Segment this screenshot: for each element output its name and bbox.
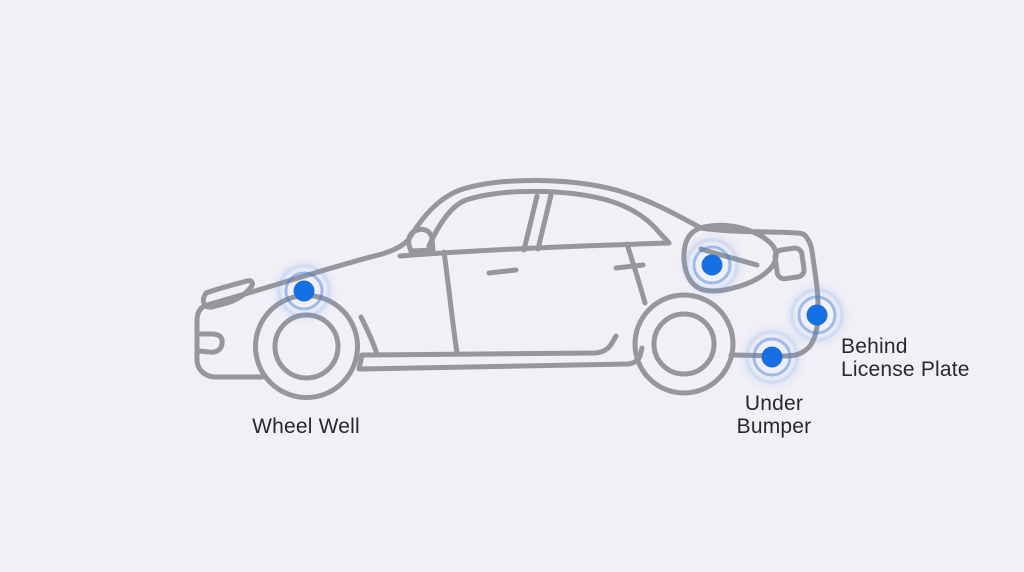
ping-dot-icon bbox=[701, 254, 723, 276]
ping-ring-icon bbox=[752, 337, 792, 377]
rear-door-handle bbox=[613, 262, 646, 271]
b-pillar-rear-line bbox=[535, 192, 554, 252]
ping-dot-icon bbox=[293, 280, 315, 302]
ping-ring-icon bbox=[277, 264, 331, 318]
ping-ring-icon bbox=[797, 295, 837, 335]
ping-ring-icon bbox=[790, 288, 844, 342]
car-body-outline bbox=[194, 177, 821, 380]
b-pillar-front-line bbox=[521, 193, 540, 253]
ping-ring-icon bbox=[284, 271, 324, 311]
ping-ring-icon bbox=[692, 245, 732, 285]
label-under-bumper: Under Bumper bbox=[736, 392, 812, 438]
rocker-panel bbox=[356, 333, 645, 372]
ping-ring-icon bbox=[745, 330, 799, 384]
greenhouse-inner-line bbox=[426, 188, 672, 249]
taillight bbox=[772, 245, 807, 282]
front-door-handle bbox=[486, 267, 519, 276]
front-door-seam bbox=[441, 249, 460, 356]
beltline bbox=[397, 240, 671, 259]
side-mirror-icon bbox=[406, 226, 436, 254]
ping-dot-icon bbox=[761, 346, 783, 368]
rear-wheel-rim bbox=[651, 311, 717, 377]
ping-dot-icon bbox=[806, 304, 828, 326]
rear-door-seam bbox=[624, 241, 648, 306]
fog-lamp bbox=[196, 331, 225, 355]
headlight bbox=[200, 278, 255, 310]
rear-tire bbox=[632, 292, 736, 396]
front-wheel-rim bbox=[272, 312, 341, 381]
label-behind-license-plate: Behind License Plate bbox=[841, 335, 970, 381]
label-wheel-well: Wheel Well bbox=[252, 415, 360, 438]
front-fender-seam bbox=[358, 314, 380, 357]
ping-ring-icon bbox=[685, 238, 739, 292]
